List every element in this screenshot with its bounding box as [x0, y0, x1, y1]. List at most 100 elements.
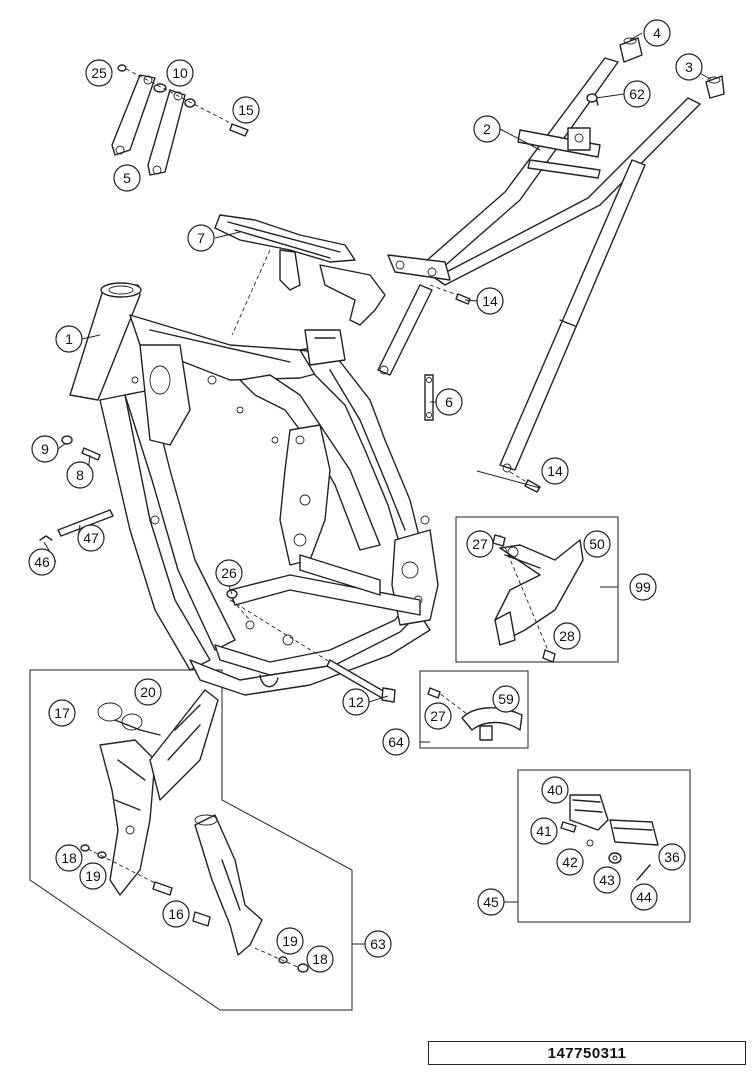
callout-44[interactable]: 44 [630, 883, 658, 911]
svg-text:3: 3 [685, 59, 693, 75]
callout-27-upper[interactable]: 27 [466, 530, 494, 558]
svg-text:59: 59 [498, 691, 514, 707]
svg-text:36: 36 [664, 849, 680, 865]
callout-63[interactable]: 63 [364, 930, 392, 958]
frame-protector-right-part [194, 814, 263, 956]
brake-pedal-99-part [492, 534, 584, 663]
callout-9[interactable]: 9 [31, 435, 59, 463]
callout-2[interactable]: 2 [473, 115, 501, 143]
svg-text:10: 10 [172, 65, 188, 81]
callout-15[interactable]: 15 [232, 96, 260, 124]
callout-40[interactable]: 40 [541, 776, 569, 804]
callout-64[interactable]: 64 [382, 728, 410, 756]
callout-50[interactable]: 50 [583, 530, 611, 558]
callout-36[interactable]: 36 [658, 843, 686, 871]
callout-5[interactable]: 5 [113, 164, 141, 192]
svg-text:8: 8 [76, 467, 84, 483]
holder-7-part [214, 214, 386, 336]
callout-99[interactable]: 99 [629, 573, 657, 601]
callout-45[interactable]: 45 [477, 888, 505, 916]
svg-text:62: 62 [629, 86, 645, 102]
svg-text:19: 19 [282, 933, 298, 949]
callout-14-upper[interactable]: 14 [476, 287, 504, 315]
washer-43-part [608, 852, 622, 864]
engine-brace-5-part [111, 64, 249, 176]
callout-8[interactable]: 8 [66, 461, 94, 489]
callout-46[interactable]: 46 [28, 548, 56, 576]
callout-42[interactable]: 42 [556, 848, 584, 876]
svg-text:18: 18 [312, 951, 328, 967]
svg-text:6: 6 [445, 394, 453, 410]
svg-text:42: 42 [562, 854, 578, 870]
svg-text:7: 7 [197, 230, 205, 246]
clip-46-part [39, 535, 53, 541]
svg-text:41: 41 [536, 823, 552, 839]
callout-18-left[interactable]: 18 [55, 844, 83, 872]
bushing-4-part [619, 37, 643, 63]
svg-text:4: 4 [653, 25, 661, 41]
callout-3[interactable]: 3 [675, 53, 703, 81]
callout-25[interactable]: 25 [85, 59, 113, 87]
svg-text:2: 2 [483, 121, 491, 137]
svg-text:15: 15 [238, 102, 254, 118]
callout-27-lower[interactable]: 27 [424, 702, 452, 730]
callout-20[interactable]: 20 [134, 678, 162, 706]
callout-43[interactable]: 43 [593, 866, 621, 894]
callout-41[interactable]: 41 [530, 817, 558, 845]
svg-text:26: 26 [221, 565, 237, 581]
callout-4[interactable]: 4 [643, 19, 671, 47]
fasteners-63-part [80, 844, 309, 973]
main-frame-part [69, 282, 439, 696]
footrest-pin-41-part [560, 821, 577, 833]
connector-6-part [424, 374, 434, 421]
callouts: 4 3 62 2 25 10 15 5 7 14 1 6 9 8 14 47 4… [28, 19, 703, 973]
callout-18-right[interactable]: 18 [306, 945, 334, 973]
callout-7[interactable]: 7 [187, 224, 215, 252]
svg-text:43: 43 [599, 872, 615, 888]
callout-16[interactable]: 16 [162, 900, 190, 928]
callout-19-left[interactable]: 19 [79, 862, 107, 890]
svg-text:20: 20 [140, 684, 156, 700]
svg-text:44: 44 [636, 889, 652, 905]
svg-text:17: 17 [54, 705, 70, 721]
callout-26[interactable]: 26 [215, 559, 243, 587]
group-99-frame [455, 516, 619, 663]
group-45-frame [517, 769, 691, 923]
callout-6[interactable]: 6 [435, 388, 463, 416]
callout-19-right[interactable]: 19 [276, 927, 304, 955]
callout-47[interactable]: 47 [77, 524, 105, 552]
svg-text:64: 64 [388, 734, 404, 750]
hose-47-part [57, 509, 114, 537]
svg-text:1: 1 [65, 331, 73, 347]
callout-10[interactable]: 10 [166, 59, 194, 87]
callout-62[interactable]: 62 [623, 80, 651, 108]
svg-text:47: 47 [83, 530, 99, 546]
group-63-frame [29, 669, 353, 1011]
svg-text:99: 99 [635, 579, 651, 595]
svg-text:16: 16 [168, 906, 184, 922]
nut-9-part [61, 435, 73, 445]
bolt-8-part [81, 447, 101, 461]
svg-text:50: 50 [589, 536, 605, 552]
svg-text:14: 14 [482, 293, 498, 309]
cable-tie-17-part [97, 702, 141, 731]
svg-text:27: 27 [472, 536, 488, 552]
callout-14-lower[interactable]: 14 [541, 457, 569, 485]
svg-text:9: 9 [41, 441, 49, 457]
svg-text:28: 28 [559, 628, 575, 644]
cotter-pin-44-part [636, 864, 651, 881]
callout-12[interactable]: 12 [342, 688, 370, 716]
svg-text:18: 18 [61, 850, 77, 866]
screw-14-upper-part [429, 284, 471, 305]
callout-28[interactable]: 28 [553, 622, 581, 650]
callout-17[interactable]: 17 [48, 699, 76, 727]
callout-59[interactable]: 59 [492, 685, 520, 713]
svg-text:12: 12 [348, 694, 364, 710]
spring-42-part [586, 839, 594, 847]
cable-tie-20-part [121, 713, 161, 736]
part-number-label: 147750311 [428, 1041, 746, 1065]
callout-1[interactable]: 1 [55, 325, 83, 353]
svg-text:25: 25 [91, 65, 107, 81]
